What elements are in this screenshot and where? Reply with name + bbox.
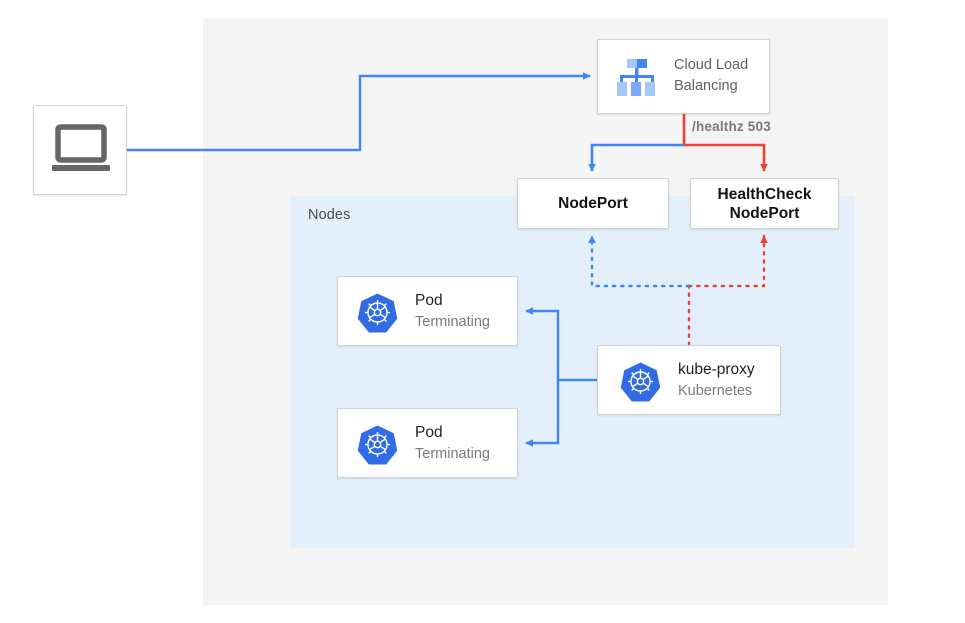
edge-lb-to-nodeport <box>588 143 684 172</box>
region-nodes-label: Nodes <box>308 207 351 223</box>
edge-kubeproxy-to-pod-1 <box>525 307 560 380</box>
lb-label-line2: Balancing <box>674 78 738 94</box>
node-kube-proxy-title: kube-proxy <box>678 361 755 378</box>
kubernetes-icon <box>357 425 398 465</box>
node-pod-1-labels: Pod Terminating <box>415 290 490 333</box>
lb-label-line1: Cloud Load <box>674 57 749 73</box>
hc-label-line1: HealthCheck <box>717 185 812 203</box>
node-healthcheck-nodeport-label: HealthCheck NodePort <box>691 179 838 228</box>
edge-kubeproxy-to-pod-2 <box>525 380 560 447</box>
edge-kubeproxy-to-healthcheck-nodeport <box>687 234 768 288</box>
node-nodeport[interactable]: NodePort <box>517 178 669 229</box>
kubernetes-icon <box>357 293 398 333</box>
node-nodeport-label: NodePort <box>558 195 628 212</box>
node-kube-proxy[interactable]: kube-proxy Kubernetes <box>597 345 781 415</box>
node-pod-1-status: Terminating <box>415 314 490 330</box>
node-pod-2-labels: Pod Terminating <box>415 422 490 465</box>
node-pod-2-title: Pod <box>415 424 443 441</box>
node-kube-proxy-subtitle: Kubernetes <box>678 383 753 399</box>
hc-label-line2: NodePort <box>729 204 800 222</box>
node-pod-2[interactable]: Pod Terminating <box>337 408 518 478</box>
edge-lb-to-healthcheck-nodeport <box>684 143 768 172</box>
node-cloud-load-balancing-label: Cloud Load Balancing <box>674 55 769 97</box>
kubernetes-icon <box>620 362 661 402</box>
edge-client-to-load-balancer <box>127 72 591 152</box>
node-healthcheck-nodeport[interactable]: HealthCheck NodePort <box>690 178 839 229</box>
node-pod-1-title: Pod <box>415 292 443 309</box>
node-pod-1[interactable]: Pod Terminating <box>337 276 518 346</box>
edge-label-healthz: /healthz 503 <box>692 119 771 134</box>
node-kube-proxy-labels: kube-proxy Kubernetes <box>678 359 755 402</box>
node-cloud-load-balancing[interactable]: Cloud Load Balancing <box>597 39 770 114</box>
laptop-icon <box>52 124 110 171</box>
edge-kubeproxy-to-nodeport <box>588 234 691 288</box>
node-pod-2-status: Terminating <box>415 446 490 462</box>
cloud-load-balancing-icon <box>617 59 655 96</box>
node-client[interactable] <box>33 105 127 195</box>
